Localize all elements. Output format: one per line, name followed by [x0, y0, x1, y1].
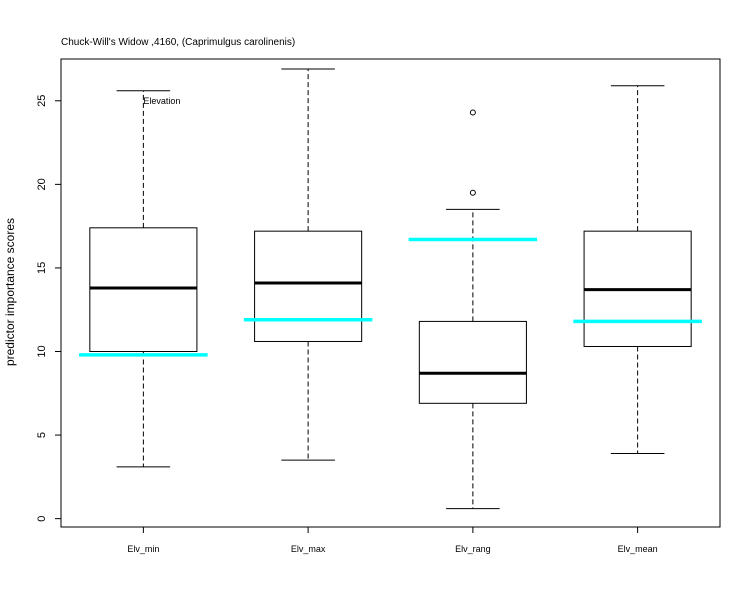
iqr-box — [254, 230, 363, 342]
annotation-text: Elevation — [143, 96, 180, 106]
y-tick-label: 25 — [36, 95, 48, 107]
iqr-box — [418, 320, 527, 404]
x-tick-label: Elv_mean — [618, 544, 658, 554]
box-Elv_rang — [408, 109, 538, 510]
x-tick-label: Elv_min — [127, 544, 159, 554]
y-tick-label: 15 — [36, 262, 48, 274]
x-axis: Elv_min Elv_max Elv_rang Elv_mean — [127, 526, 658, 554]
y-axis: 0 5 10 15 20 25 — [36, 95, 62, 522]
y-tick-label: 10 — [36, 345, 48, 357]
box-Elv_max — [243, 68, 373, 461]
box-Elv_min — [79, 90, 208, 468]
x-tick-label: Elv_max — [291, 544, 326, 554]
outlier-point — [469, 189, 476, 196]
box-group: Elevation — [79, 68, 702, 510]
chart-title: Chuck-Will's Widow ,4160, (Caprimulgus c… — [61, 37, 295, 48]
y-tick-label: 0 — [36, 516, 48, 522]
iqr-box — [89, 227, 198, 352]
y-tick-label: 5 — [36, 432, 48, 438]
x-tick-label: Elv_rang — [455, 544, 491, 554]
outlier-point — [469, 109, 476, 116]
box-Elv_mean — [573, 85, 702, 454]
y-axis-label: predictor importance scores — [3, 218, 17, 366]
y-tick-label: 20 — [36, 178, 48, 190]
